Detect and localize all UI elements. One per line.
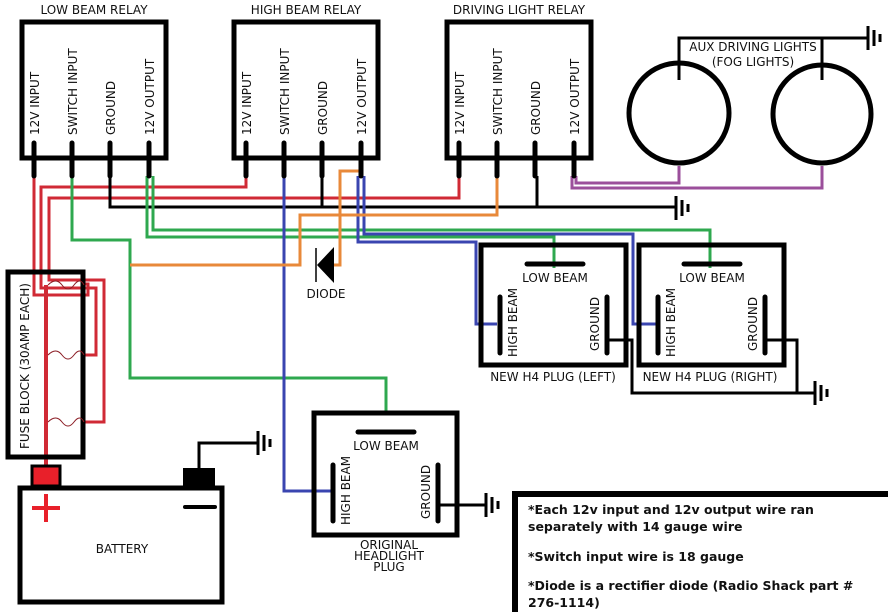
- wire-power-high-beam: [39, 176, 248, 357]
- wire-high-beam-switch: [282, 176, 332, 493]
- ground-label: GROUND: [588, 297, 602, 351]
- plus-icon: [32, 494, 60, 522]
- plug-right-title: NEW H4 PLUG (RIGHT): [643, 370, 778, 384]
- ground-label: GROUND: [419, 465, 433, 519]
- battery-label: BATTERY: [96, 542, 149, 556]
- plug-original-title-line: HEADLIGHT: [354, 549, 425, 563]
- aux-lights-title-line1: AUX DRIVING LIGHTS: [689, 40, 816, 54]
- wire-aux-right: [570, 166, 824, 190]
- relay-2: HIGH BEAM RELAY 12V INPUT SWITCH INPUT GROU…: [231, 3, 381, 179]
- wire-ground-battery: [197, 441, 258, 468]
- notes-box: *Each 12v input and 12v output wire ran …: [512, 491, 888, 612]
- note-1: *Each 12v input and 12v output wire ran …: [528, 502, 814, 534]
- diode-icon: [317, 247, 334, 283]
- ground-symbols: [256, 26, 882, 517]
- relay-title: DRIVING LIGHT RELAY: [453, 3, 586, 17]
- ground-icon: [813, 381, 829, 405]
- note-3: *Diode is a rectifier diode (Radio Shack…: [528, 578, 854, 610]
- ground-icon: [256, 431, 272, 455]
- wire-power-driving: [47, 176, 461, 424]
- relay-pin-label: GROUND: [104, 81, 118, 135]
- diode: DIODE: [306, 247, 346, 301]
- fog-light-left: [626, 60, 732, 166]
- wire-ground-right-plug: [767, 338, 799, 393]
- battery-positive-terminal: [30, 464, 62, 488]
- relay-pin-label: 12V INPUT: [28, 71, 42, 135]
- fuse-links: [47, 280, 85, 427]
- relay-pin-label: 12V INPUT: [240, 71, 254, 135]
- diode-label: DIODE: [306, 287, 345, 301]
- low-beam-label: LOW BEAM: [353, 439, 419, 453]
- wire-low-beam-output-right: [151, 176, 712, 268]
- high-beam-label: HIGH BEAM: [339, 456, 353, 525]
- wire-diode-to-high: [334, 169, 360, 267]
- relay-title: HIGH BEAM RELAY: [251, 3, 362, 17]
- note-2: *Switch input wire is 18 gauge: [528, 549, 744, 564]
- ground-icon: [484, 493, 500, 517]
- wire-aux-left: [574, 166, 681, 185]
- ground-label: GROUND: [746, 297, 760, 351]
- aux-driving-lights: AUX DRIVING LIGHTS (FOG LIGHTS): [626, 40, 874, 166]
- relay-pin-label: 12V INPUT: [453, 71, 467, 135]
- relay-pin-label: SWITCH INPUT: [278, 48, 292, 135]
- relay-pin-label: SWITCH INPUT: [491, 48, 505, 135]
- fog-light-right: [770, 62, 874, 166]
- relay-pin-label: 12V OUTPUT: [355, 58, 369, 135]
- relay-pin-label: SWITCH INPUT: [66, 48, 80, 135]
- plug-original-title-line: PLUG: [373, 560, 404, 574]
- relay-title: LOW BEAM RELAY: [40, 3, 148, 17]
- wire-ground-left-plug: [607, 338, 815, 395]
- relay-1: LOW BEAM RELAY 12V INPUT SWITCH INPUT GROUN…: [19, 3, 169, 179]
- wire-aux-ground: [677, 36, 868, 80]
- fuse-block-label: FUSE BLOCK (30AMP EACH): [18, 283, 32, 449]
- battery-negative-terminal: [183, 468, 215, 488]
- plug-left-title: NEW H4 PLUG (LEFT): [490, 370, 616, 384]
- wire-ground-bus: [108, 176, 676, 209]
- wire-low-beam-output-left: [145, 176, 556, 268]
- relay-3: DRIVING LIGHT RELAY 12V INPUT SWITCH INPUT…: [444, 3, 594, 179]
- relay-pin-label: GROUND: [529, 81, 543, 135]
- high-beam-label: HIGH BEAM: [506, 288, 520, 357]
- plug-original-title-line: ORIGINAL: [360, 538, 418, 552]
- wire-power-low-beam: [32, 176, 90, 297]
- wire-driving-switch: [130, 176, 499, 267]
- wire-low-beam-switch: [70, 176, 388, 414]
- battery: BATTERY: [17, 464, 225, 605]
- aux-lights-title-line2: (FOG LIGHTS): [712, 55, 794, 69]
- relay-pin-label: GROUND: [316, 81, 330, 135]
- low-beam-label: LOW BEAM: [679, 271, 745, 285]
- relay-pin-label: 12V OUTPUT: [568, 58, 582, 135]
- high-beam-label: HIGH BEAM: [664, 288, 678, 357]
- low-beam-label: LOW BEAM: [522, 271, 588, 285]
- ground-icon: [866, 26, 882, 50]
- relays: LOW BEAM RELAY 12V INPUT SWITCH INPUT GROUN…: [19, 3, 594, 179]
- relay-pin-label: 12V OUTPUT: [143, 58, 157, 135]
- fuse-block: FUSE BLOCK (30AMP EACH): [5, 269, 86, 460]
- ground-icon: [674, 196, 690, 220]
